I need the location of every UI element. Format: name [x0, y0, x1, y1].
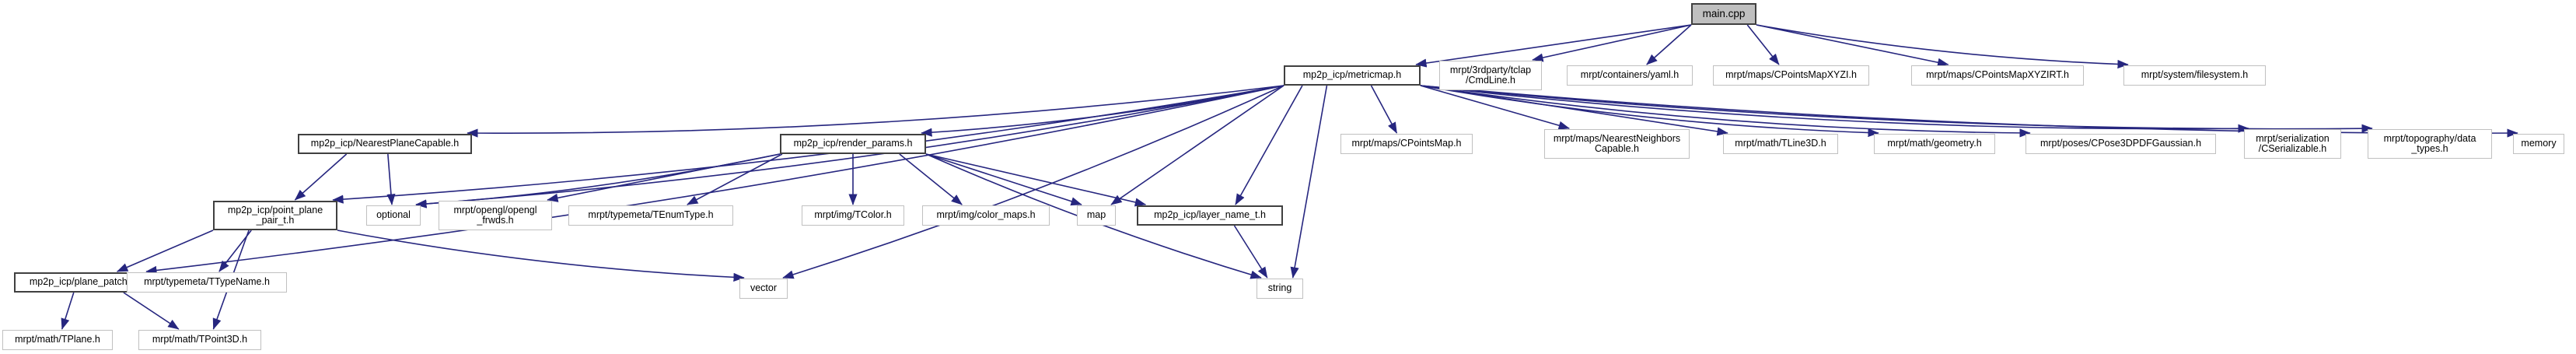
- graph-node-main[interactable]: main.cpp: [1691, 3, 1756, 25]
- graph-edge-renderparams-to-optional: [415, 153, 781, 209]
- graph-edge-metricmap-to-topography: [1420, 85, 2373, 133]
- graph-node-pointplanepair[interactable]: mp2p_icp/point_plane _pair_t.h: [213, 201, 337, 230]
- graph-node-cmdline[interactable]: mrpt/3rdparty/tclap /CmdLine.h: [1439, 61, 1542, 90]
- graph-edge-renderparams-to-layername: [925, 153, 1147, 207]
- graph-edge-metricmap-to-cpointsmap: [1370, 85, 1398, 134]
- graph-edge-metricmap-to-map: [1110, 85, 1285, 205]
- graph-node-string[interactable]: string: [1257, 279, 1303, 299]
- graph-edge-layername-to-string: [1233, 225, 1268, 279]
- graph-edge-nearestplane-to-optional: [386, 153, 396, 205]
- graph-edge-metricmap-to-cpose3dpdf: [1420, 85, 2031, 138]
- graph-edge-metricmap-to-nearestplane: [467, 85, 1285, 138]
- graph-node-cpointsmapxyzi[interactable]: mrpt/maps/CPointsMapXYZI.h: [1713, 65, 1869, 86]
- graph-node-tcolor[interactable]: mrpt/img/TColor.h: [802, 205, 904, 226]
- graph-node-map[interactable]: map: [1077, 205, 1116, 226]
- graph-edge-metricmap-to-layername: [1235, 85, 1303, 205]
- graph-edge-metricmap-to-memory: [1420, 85, 2518, 138]
- graph-edge-metricmap-to-nearestneighbors: [1420, 85, 1570, 130]
- graph-edge-planepatch-to-tpoint3d: [123, 292, 180, 330]
- graph-node-openglfrwds[interactable]: mrpt/opengl/opengl _frwds.h: [439, 201, 552, 230]
- graph-edge-pointplanepair-to-planepatch: [116, 230, 214, 272]
- graph-node-colormaps[interactable]: mrpt/img/color_maps.h: [922, 205, 1050, 226]
- graph-node-topography[interactable]: mrpt/topography/data _types.h: [2368, 129, 2492, 159]
- graph-node-cpointsmap[interactable]: mrpt/maps/CPointsMap.h: [1340, 134, 1473, 154]
- graph-edge-nearestplane-to-pointplanepair: [294, 153, 348, 201]
- graph-node-tenumtype[interactable]: mrpt/typemeta/TEnumType.h: [568, 205, 733, 226]
- graph-edge-main-to-cpointsmapxyzirt: [1756, 24, 1949, 67]
- graph-node-tline3d[interactable]: mrpt/math/TLine3D.h: [1723, 134, 1838, 154]
- graph-node-cserializable[interactable]: mrpt/serialization /CSerializable.h: [2244, 129, 2341, 159]
- graph-edge-metricmap-to-planepatch: [145, 85, 1285, 275]
- graph-edge-metricmap-to-vector: [782, 85, 1285, 279]
- graph-node-tpoint3d[interactable]: mrpt/math/TPoint3D.h: [138, 330, 261, 350]
- graph-node-cpose3dpdf[interactable]: mrpt/poses/CPose3DPDFGaussian.h: [2025, 134, 2216, 154]
- graph-node-memory[interactable]: memory: [2513, 134, 2564, 154]
- graph-edge-renderparams-to-colormaps: [899, 153, 963, 205]
- graph-node-tplane[interactable]: mrpt/math/TPlane.h: [2, 330, 113, 350]
- graph-edge-renderparams-to-openglfrwds: [547, 153, 781, 202]
- graph-edge-main-to-cpointsmapxyzi: [1746, 24, 1780, 65]
- graph-node-layername[interactable]: mp2p_icp/layer_name_t.h: [1137, 205, 1283, 226]
- graph-node-geometry[interactable]: mrpt/math/geometry.h: [1874, 134, 1995, 154]
- graph-node-renderparams[interactable]: mp2p_icp/render_params.h: [780, 134, 926, 154]
- graph-edge-pointplanepair-to-ttypename: [218, 230, 252, 272]
- graph-node-nearestneighbors[interactable]: mrpt/maps/NearestNeighbors Capable.h: [1544, 129, 1690, 159]
- graph-edge-main-to-yaml: [1646, 24, 1692, 65]
- graph-edge-main-to-filesystem: [1756, 24, 2129, 69]
- graph-edge-metricmap-to-geometry: [1420, 85, 1879, 138]
- graph-node-ttypename[interactable]: mrpt/typemeta/TTypeName.h: [127, 272, 287, 293]
- graph-edge-pointplanepair-to-vector: [337, 230, 745, 282]
- graph-edge-metricmap-to-tline3d: [1420, 85, 1728, 136]
- graph-node-vector[interactable]: vector: [739, 279, 788, 299]
- graph-edge-metricmap-to-renderparams: [921, 85, 1285, 137]
- graph-node-metricmap[interactable]: mp2p_icp/metricmap.h: [1284, 65, 1421, 86]
- graph-edge-renderparams-to-tenumtype: [687, 153, 783, 205]
- graph-node-filesystem[interactable]: mrpt/system/filesystem.h: [2123, 65, 2266, 86]
- graph-edge-renderparams-to-map: [925, 153, 1082, 206]
- graph-edge-planepatch-to-tplane: [61, 292, 75, 330]
- graph-node-nearestplane[interactable]: mp2p_icp/NearestPlaneCapable.h: [298, 134, 472, 154]
- graph-node-optional[interactable]: optional: [366, 205, 421, 226]
- graph-node-yaml[interactable]: mrpt/containers/yaml.h: [1567, 65, 1693, 86]
- graph-edge-metricmap-to-string: [1290, 85, 1328, 279]
- graph-edge-main-to-cmdline: [1532, 24, 1692, 62]
- graph-edge-metricmap-to-cserializable: [1420, 85, 2249, 133]
- graph-edge-main-to-metricmap: [1415, 24, 1692, 68]
- graph-node-cpointsmapxyzirt[interactable]: mrpt/maps/CPointsMapXYZIRT.h: [1911, 65, 2084, 86]
